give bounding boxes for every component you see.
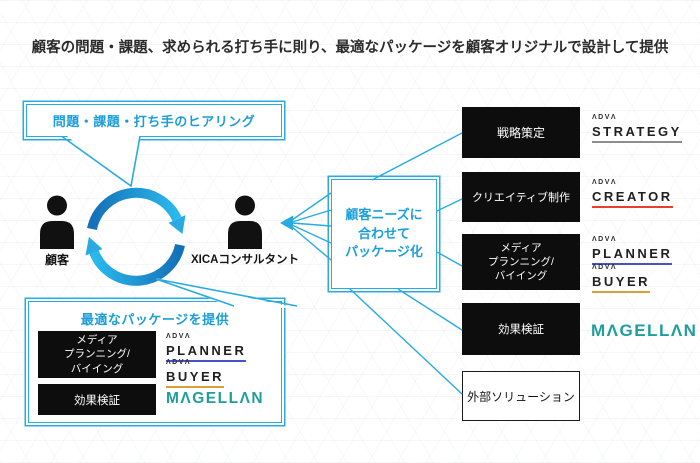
customer-label: 顧客: [44, 253, 69, 267]
adva-brand-mark: ΛDVΛ: [592, 114, 618, 121]
adva-creator-logo: ΛDVΛ CREATOR: [592, 179, 673, 208]
hearing-bubble-label: 問題・課題・打ち手のヒアリング: [52, 114, 256, 129]
packaging-box-label: 顧客ニーズに 合わせて パッケージ化: [345, 206, 423, 260]
planner-logo-text: PLANNER: [166, 343, 247, 362]
packaging-to-consultant-arrow: [280, 192, 332, 261]
magellan-logo-right: MΛGELLΛN: [591, 321, 698, 340]
page-title: 顧客の問題・課題、求められる打ち手に則り、最適なパッケージを顧客オリジナルで設計…: [31, 40, 669, 56]
service-validation: 効果検証: [462, 303, 580, 355]
package-category-media: メディア プランニング/ バイイング: [38, 331, 156, 378]
consultant-person-icon: [225, 195, 265, 254]
package-bubble-title: 最適なパッケージを提供: [80, 312, 230, 327]
packaging-box: 顧客ニーズに 合わせて パッケージ化: [331, 179, 437, 289]
hearing-bubble: 問題・課題・打ち手のヒアリング: [26, 104, 282, 137]
adva-planner-logo: ΛDVΛ PLANNER: [166, 333, 247, 362]
adva-brand-mark: ΛDVΛ: [592, 179, 618, 186]
creator-logo-text: CREATOR: [592, 189, 673, 208]
strategy-logo-text: STRATEGY: [592, 124, 682, 143]
adva-brand-mark: ΛDVΛ: [592, 236, 618, 243]
service-media: メディア プランニング/ バイイング: [462, 234, 580, 290]
adva-planner-logo-right: ΛDVΛ PLANNER: [592, 236, 673, 265]
service-strategy: 戦略策定: [462, 107, 580, 158]
buyer-logo-text: BUYER: [166, 369, 225, 388]
magellan-logo: MΛGELLΛN: [166, 390, 265, 407]
service-external: 外部ソリューション: [462, 371, 580, 421]
adva-brand-mark: ΛDVΛ: [166, 333, 192, 340]
cycle-arrows-icon: [85, 187, 186, 286]
adva-strategy-logo: ΛDVΛ STRATEGY: [592, 114, 682, 143]
adva-buyer-logo-right: ΛDVΛ BUYER: [592, 264, 651, 293]
customer-person-icon: [37, 195, 77, 254]
adva-buyer-logo: ΛDVΛ BUYER: [166, 359, 225, 388]
hearing-bubble-tail: [61, 132, 141, 188]
adva-brand-mark: ΛDVΛ: [166, 359, 192, 366]
service-creative: クリエイティブ制作: [462, 172, 580, 222]
buyer-logo-text: BUYER: [592, 274, 651, 293]
adva-brand-mark: ΛDVΛ: [592, 264, 618, 271]
consultant-label: XICAコンサルタント: [191, 254, 299, 266]
package-category-validation: 効果検証: [38, 384, 156, 415]
planner-logo-text: PLANNER: [592, 246, 673, 265]
